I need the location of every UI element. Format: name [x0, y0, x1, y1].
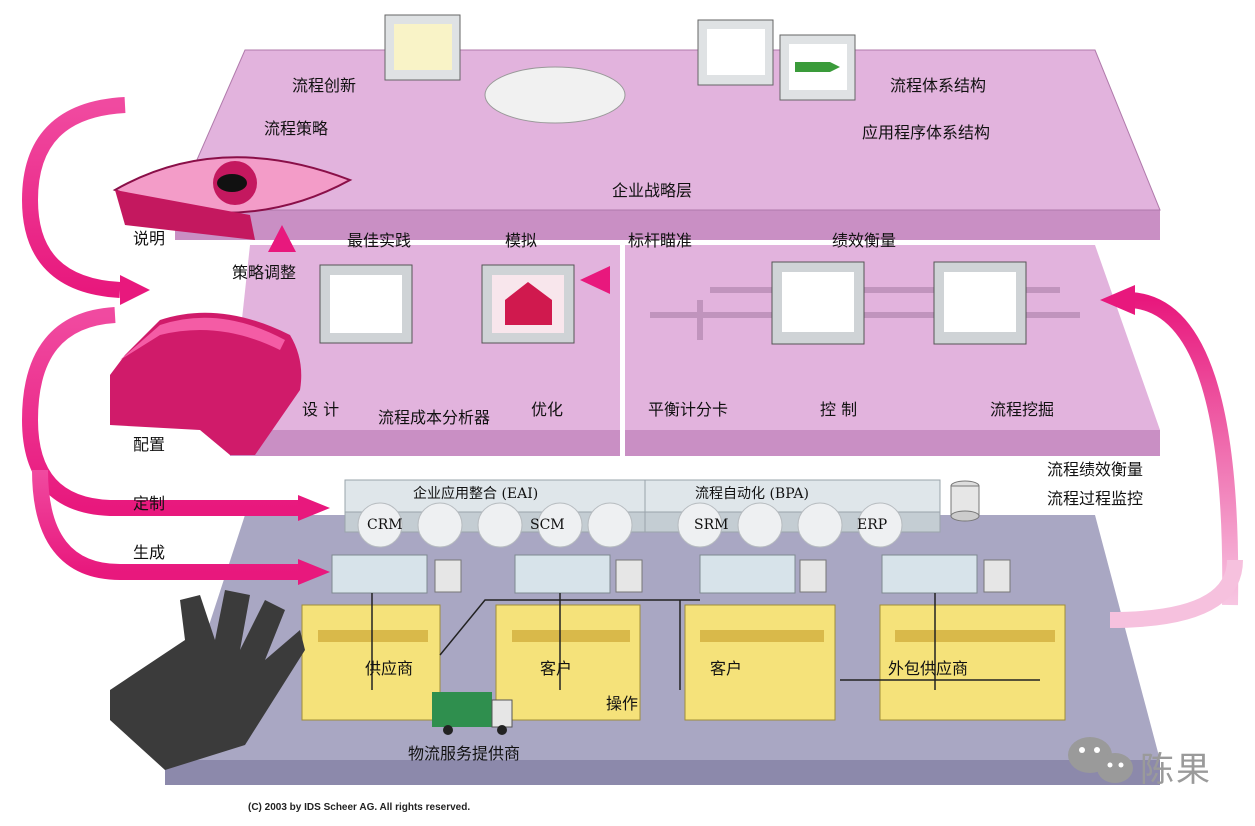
- label-balanced-scorecard: 平衡计分卡: [648, 402, 728, 418]
- label-enterprise-strategy-layer: 企业战略层: [612, 183, 692, 199]
- label-customization: 定制: [133, 496, 165, 512]
- label-description: 说明: [133, 231, 165, 247]
- label-control: 控 制: [820, 402, 857, 418]
- label-crm: CRM: [367, 518, 403, 532]
- label-strategy-adjustment: 策略调整: [232, 265, 296, 281]
- label-process-architecture: 流程体系结构: [890, 78, 986, 94]
- label-process-mining: 流程挖掘: [990, 402, 1054, 418]
- label-srm: SRM: [694, 518, 728, 532]
- label-application-architecture: 应用程序体系结构: [862, 125, 990, 141]
- label-design: 设 计: [302, 402, 339, 418]
- label-customer-1: 客户: [540, 661, 572, 677]
- label-process-strategy: 流程策略: [264, 121, 328, 137]
- label-process-cost-analyzer: 流程成本分析器: [378, 410, 490, 426]
- label-simulation: 模拟: [505, 233, 537, 249]
- label-configuration: 配置: [133, 437, 165, 453]
- label-performance-measurement: 绩效衡量: [832, 233, 896, 249]
- label-process-innovation: 流程创新: [292, 78, 356, 94]
- label-eai: 企业应用整合 (EAI): [413, 487, 538, 501]
- copyright-notice: (C) 2003 by IDS Scheer AG. All rights re…: [248, 802, 470, 813]
- label-bpa: 流程自动化 (BPA): [695, 487, 809, 501]
- label-benchmarking: 标杆瞄准: [628, 233, 692, 249]
- watermark-text: 陈果: [1140, 742, 1212, 791]
- label-generation: 生成: [133, 545, 165, 561]
- label-logistics-provider: 物流服务提供商: [408, 746, 520, 762]
- label-supplier: 供应商: [365, 661, 413, 677]
- label-erp: ERP: [857, 518, 887, 532]
- label-operation: 操作: [606, 696, 638, 712]
- label-customer-2: 客户: [710, 661, 742, 677]
- label-scm: SCM: [530, 518, 565, 532]
- label-process-performance-measurement: 流程绩效衡量: [1047, 462, 1143, 478]
- label-process-monitoring: 流程过程监控: [1047, 491, 1143, 507]
- label-outsourcing-supplier: 外包供应商: [888, 661, 968, 677]
- label-optimization: 优化: [531, 402, 563, 418]
- label-best-practice: 最佳实践: [347, 233, 411, 249]
